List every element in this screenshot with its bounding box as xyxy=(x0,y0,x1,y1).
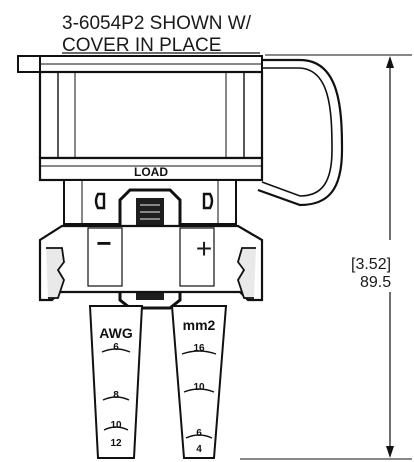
mm2-mark-1: 16 xyxy=(193,343,205,354)
mm2-mark-2: 10 xyxy=(193,382,205,393)
mid-body xyxy=(63,179,237,225)
awg-mark-3: 10 xyxy=(110,420,122,431)
dimension-inches: [3.52] xyxy=(351,256,391,273)
right-gauge-boot xyxy=(170,305,228,459)
mm2-mark-3: 6 xyxy=(196,428,202,439)
contact-housing xyxy=(38,224,264,302)
awg-mark-1: 6 xyxy=(113,342,119,353)
awg-mark-2: 8 xyxy=(113,390,119,401)
awg-mark-4: 12 xyxy=(110,438,122,449)
plus-symbol: + xyxy=(196,233,212,264)
left-gauge-boot xyxy=(88,305,144,459)
mm2-unit-label: mm2 xyxy=(183,317,216,333)
title-line-1: 3-6054P2 SHOWN W/ xyxy=(62,13,252,34)
mm2-mark-4: 4 xyxy=(196,444,202,455)
main-housing xyxy=(38,70,264,182)
minus-symbol: − xyxy=(96,228,111,258)
dimension-arrow-top xyxy=(386,56,394,68)
load-label: LOAD xyxy=(134,165,168,179)
cover-handle-outer xyxy=(257,58,344,207)
dimension-line xyxy=(240,54,412,460)
latch-left xyxy=(94,192,106,210)
cover-top xyxy=(17,55,263,73)
latch-right xyxy=(202,192,214,210)
dimension-mm: 89.5 xyxy=(360,274,391,291)
title-line-2: COVER IN PLACE xyxy=(62,35,221,56)
dimension-arrow-bottom xyxy=(386,446,394,458)
cover-handle-inner xyxy=(261,67,333,197)
awg-unit-label: AWG xyxy=(99,325,133,341)
